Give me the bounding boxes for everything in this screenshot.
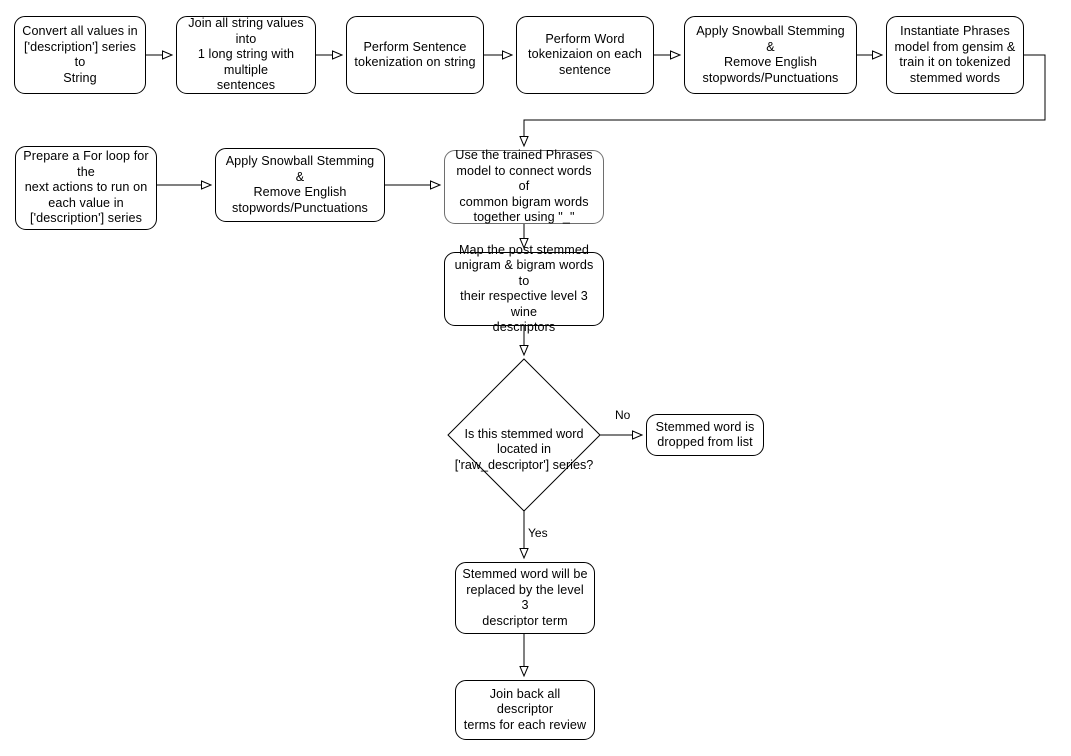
node-stemmed-word-replaced[interactable]: Stemmed word will be replaced by the lev…	[455, 562, 595, 634]
node-label: Perform Sentence tokenization on string	[354, 39, 476, 70]
node-convert-values-to-string[interactable]: Convert all values in ['description'] se…	[14, 16, 146, 94]
node-label: Instantiate Phrases model from gensim & …	[894, 24, 1016, 85]
node-label: Join back all descriptor terms for each …	[463, 686, 587, 732]
node-label: Convert all values in ['description'] se…	[22, 24, 138, 85]
node-label: Use the trained Phrases model to connect…	[455, 148, 593, 225]
node-label: Prepare a For loop for the next actions …	[23, 149, 149, 226]
node-label: Perform Word tokenizaion on each sentenc…	[528, 31, 642, 77]
node-snowball-stemming-top[interactable]: Apply Snowball Stemming & Remove English…	[684, 16, 857, 94]
node-join-string-values[interactable]: Join all string values into 1 long strin…	[176, 16, 316, 94]
node-label: Is this stemmed word located in ['raw_de…	[454, 426, 594, 472]
node-sentence-tokenization[interactable]: Perform Sentence tokenization on string	[346, 16, 484, 94]
node-stemmed-word-dropped[interactable]: Stemmed word is dropped from list	[646, 414, 764, 456]
node-word-tokenization[interactable]: Perform Word tokenizaion on each sentenc…	[516, 16, 654, 94]
decision-diamond-label: Is this stemmed word located in ['raw_de…	[448, 411, 600, 473]
node-join-back-descriptor-terms[interactable]: Join back all descriptor terms for each …	[455, 680, 595, 740]
node-label: Map the post stemmed unigram & bigram wo…	[454, 242, 594, 335]
node-prepare-for-loop[interactable]: Prepare a For loop for the next actions …	[15, 146, 157, 230]
edge-label-no: No	[615, 408, 631, 422]
node-label: Apply Snowball Stemming & Remove English…	[696, 24, 845, 85]
decision-diamond	[447, 358, 601, 512]
edge-label-yes: Yes	[528, 526, 548, 540]
node-map-to-level3-descriptors[interactable]: Map the post stemmed unigram & bigram wo…	[444, 243, 604, 334]
node-label: Apply Snowball Stemming & Remove English…	[225, 154, 375, 215]
node-label: Stemmed word is dropped from list	[655, 419, 755, 450]
node-label: Join all string values into 1 long strin…	[188, 16, 304, 93]
node-snowball-stemming-loop[interactable]: Apply Snowball Stemming & Remove English…	[215, 148, 385, 222]
node-label: Stemmed word will be replaced by the lev…	[462, 567, 588, 628]
node-instantiate-phrases-model[interactable]: Instantiate Phrases model from gensim & …	[886, 16, 1024, 94]
node-use-trained-phrases-model[interactable]: Use the trained Phrases model to connect…	[444, 148, 604, 225]
